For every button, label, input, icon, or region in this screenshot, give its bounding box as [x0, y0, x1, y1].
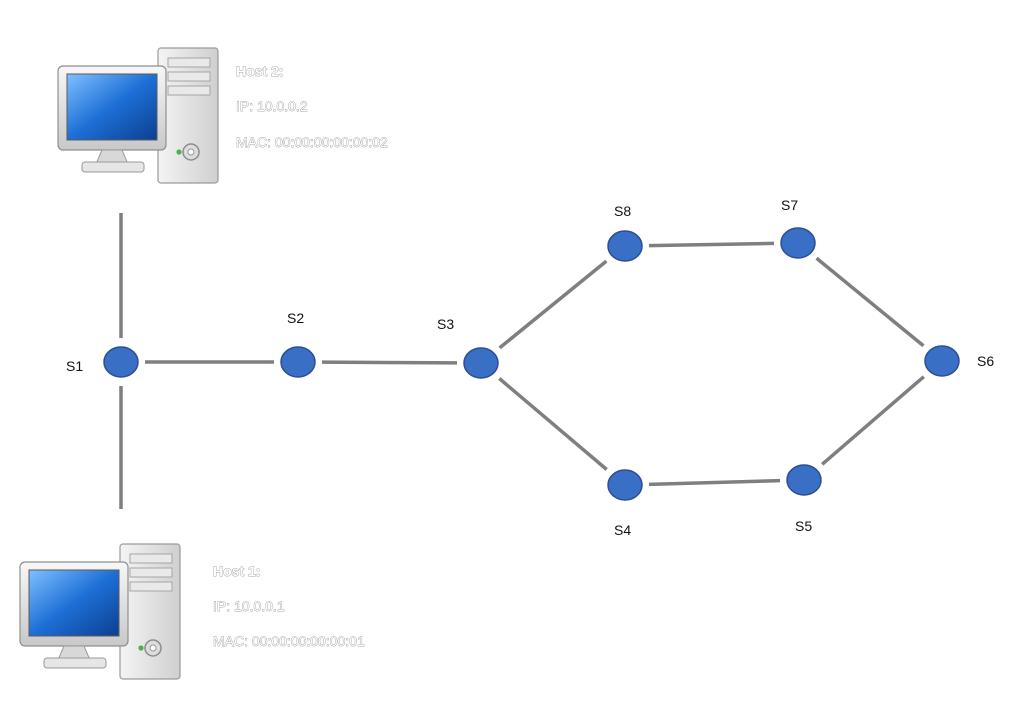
- link-s8-s7: [648, 241, 775, 248]
- switch-label-s6: S6: [977, 353, 994, 369]
- host-1: Host 1: IP: 10.0.0.1 MAC: 00:00:00:00:00…: [19, 543, 365, 680]
- host-2-ip: IP: 10.0.0.2: [236, 98, 308, 114]
- switch-node-s7: [780, 227, 816, 259]
- link-s2-s3: [321, 360, 458, 365]
- link-s5-s6: [821, 375, 925, 466]
- host-1-name: Host 1:: [213, 563, 260, 579]
- host-1-ip: IP: 10.0.0.1: [213, 598, 285, 614]
- switch-label-s2: S2: [287, 310, 304, 326]
- switch-node-s8: [607, 230, 643, 262]
- switch-label-s5: S5: [795, 518, 812, 534]
- link-s3-s4: [498, 377, 608, 471]
- host-1-mac: MAC: 00:00:00:00:00:01: [213, 633, 365, 649]
- switch-labels: S1 S2 S3 S4 S5 S6 S7 S8: [66, 197, 994, 538]
- host-2-mac: MAC: 00:00:00:00:00:02: [236, 134, 388, 150]
- computer-icon: [19, 543, 181, 680]
- switch-label-s3: S3: [437, 316, 454, 332]
- switch-label-s1: S1: [66, 358, 83, 374]
- switch-node-s4: [607, 469, 643, 501]
- host-2-name: Host 2:: [236, 63, 283, 79]
- link-s4-s5: [648, 478, 781, 487]
- switch-label-s8: S8: [614, 203, 631, 219]
- links-layer: [119, 213, 925, 509]
- switch-node-s1: [103, 346, 139, 378]
- link-s3-s8: [498, 259, 608, 350]
- switches-layer: [103, 227, 960, 501]
- host-2: Host 2: IP: 10.0.0.2 MAC: 00:00:00:00:00…: [57, 47, 388, 184]
- switch-label-s4: S4: [614, 522, 631, 538]
- computer-icon: [57, 47, 219, 184]
- switch-node-s5: [786, 464, 822, 496]
- link-s7-s6: [815, 256, 925, 348]
- switch-label-s7: S7: [781, 197, 798, 213]
- switch-node-s3: [463, 347, 499, 379]
- switch-node-s2: [280, 346, 316, 378]
- switch-node-s6: [924, 345, 960, 377]
